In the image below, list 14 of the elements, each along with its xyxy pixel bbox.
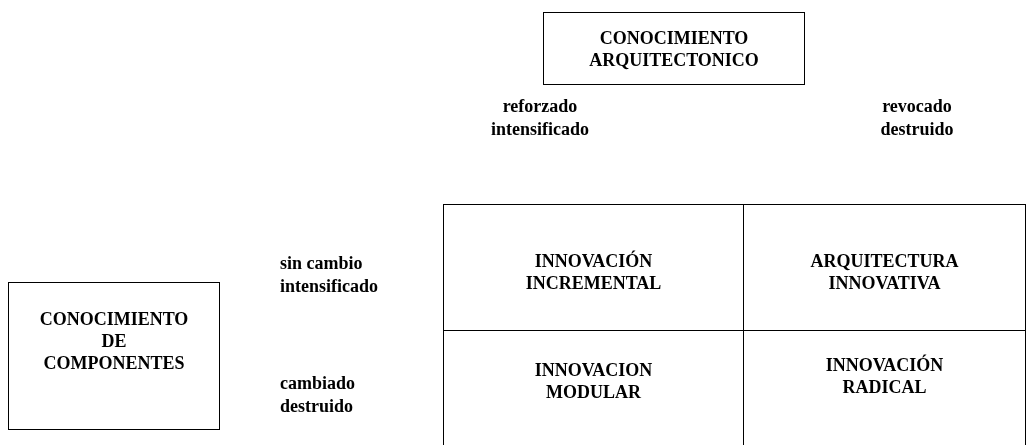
- category-box: [8, 282, 220, 430]
- quadrant-cell: [743, 204, 1026, 331]
- column-header: revocado destruido: [879, 95, 955, 141]
- title-text: CONOCIMIENTO ARQUITECTONICO: [588, 26, 760, 71]
- quadrant-label: INNOVACIÓN RADICAL: [824, 353, 945, 399]
- title-box: [543, 12, 805, 85]
- quadrant-label: INNOVACION MODULAR: [533, 358, 654, 404]
- column-header: reforzado intensificado: [490, 95, 590, 141]
- category-label: CONOCIMIENTO DE COMPONENTES: [39, 308, 189, 375]
- quadrant-cell: [443, 204, 744, 331]
- row-header: sin cambio intensificado: [280, 252, 379, 298]
- row-header: cambiado destruido: [280, 372, 356, 418]
- quadrant-label: INNOVACIÓN INCREMENTAL: [524, 249, 663, 294]
- quadrant-label: ARQUITECTURA INNOVATIVA: [809, 249, 960, 294]
